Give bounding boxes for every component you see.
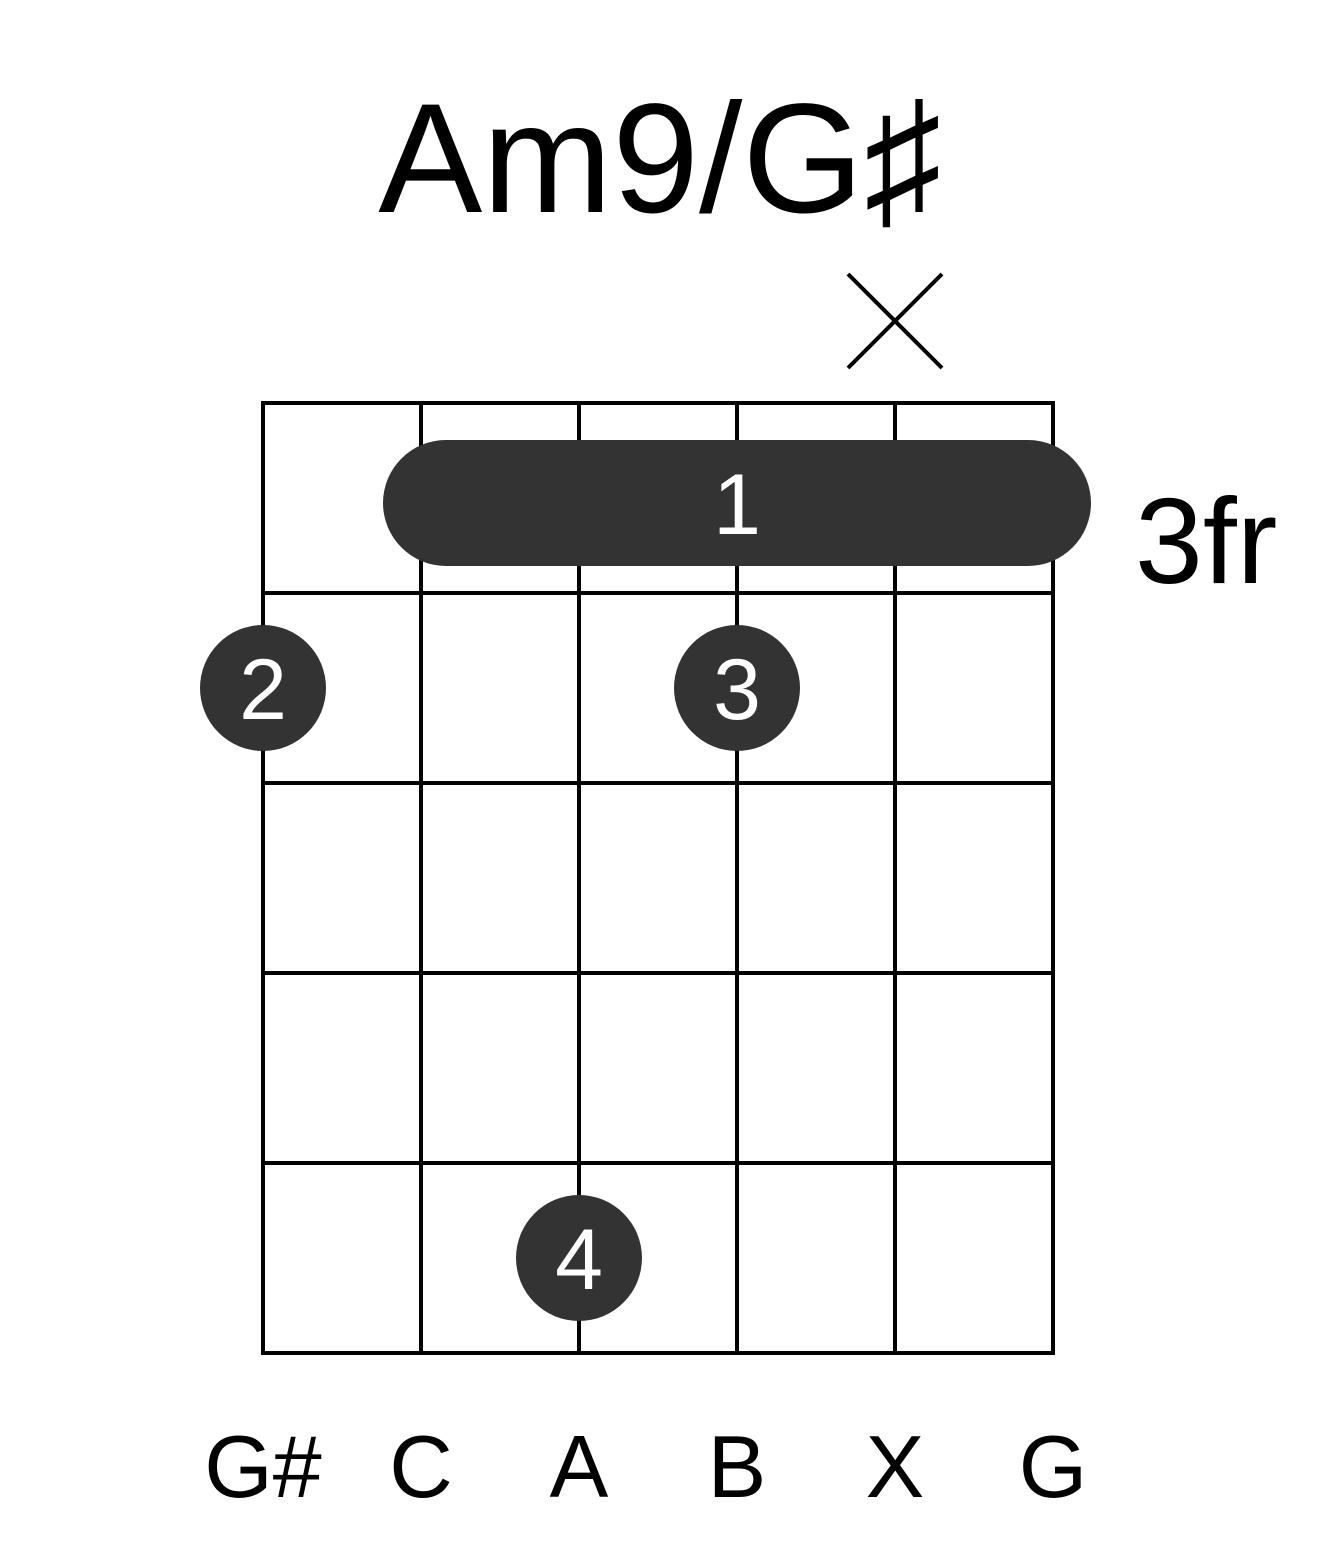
muted-markers: [846, 272, 944, 370]
finger-dot: 2: [200, 625, 326, 751]
barre-bar: [383, 440, 1091, 566]
string-note-label: A: [550, 1417, 609, 1516]
barre-layer: 1: [383, 440, 1091, 566]
finger-dot-circle: [200, 625, 326, 751]
string-note-label: X: [866, 1417, 925, 1516]
finger-dots: 2 3 4: [200, 625, 800, 1321]
finger-number: 3: [713, 642, 761, 738]
chord-title: Am9/G♯: [378, 72, 941, 246]
string-note-label: B: [708, 1417, 767, 1516]
string-note-label: C: [389, 1417, 453, 1516]
fret-position-label: 3fr: [1135, 473, 1277, 609]
barre-finger-number: 1: [713, 457, 761, 553]
finger-dot-circle: [674, 625, 800, 751]
finger-dot: 4: [516, 1195, 642, 1321]
finger-number: 4: [555, 1212, 603, 1308]
finger-number: 2: [239, 642, 287, 738]
finger-dot: 3: [674, 625, 800, 751]
string-note-label: G#: [204, 1417, 321, 1516]
finger-dot-circle: [516, 1195, 642, 1321]
x-mark-icon: [846, 272, 944, 370]
string-note-label: G: [1019, 1417, 1087, 1516]
